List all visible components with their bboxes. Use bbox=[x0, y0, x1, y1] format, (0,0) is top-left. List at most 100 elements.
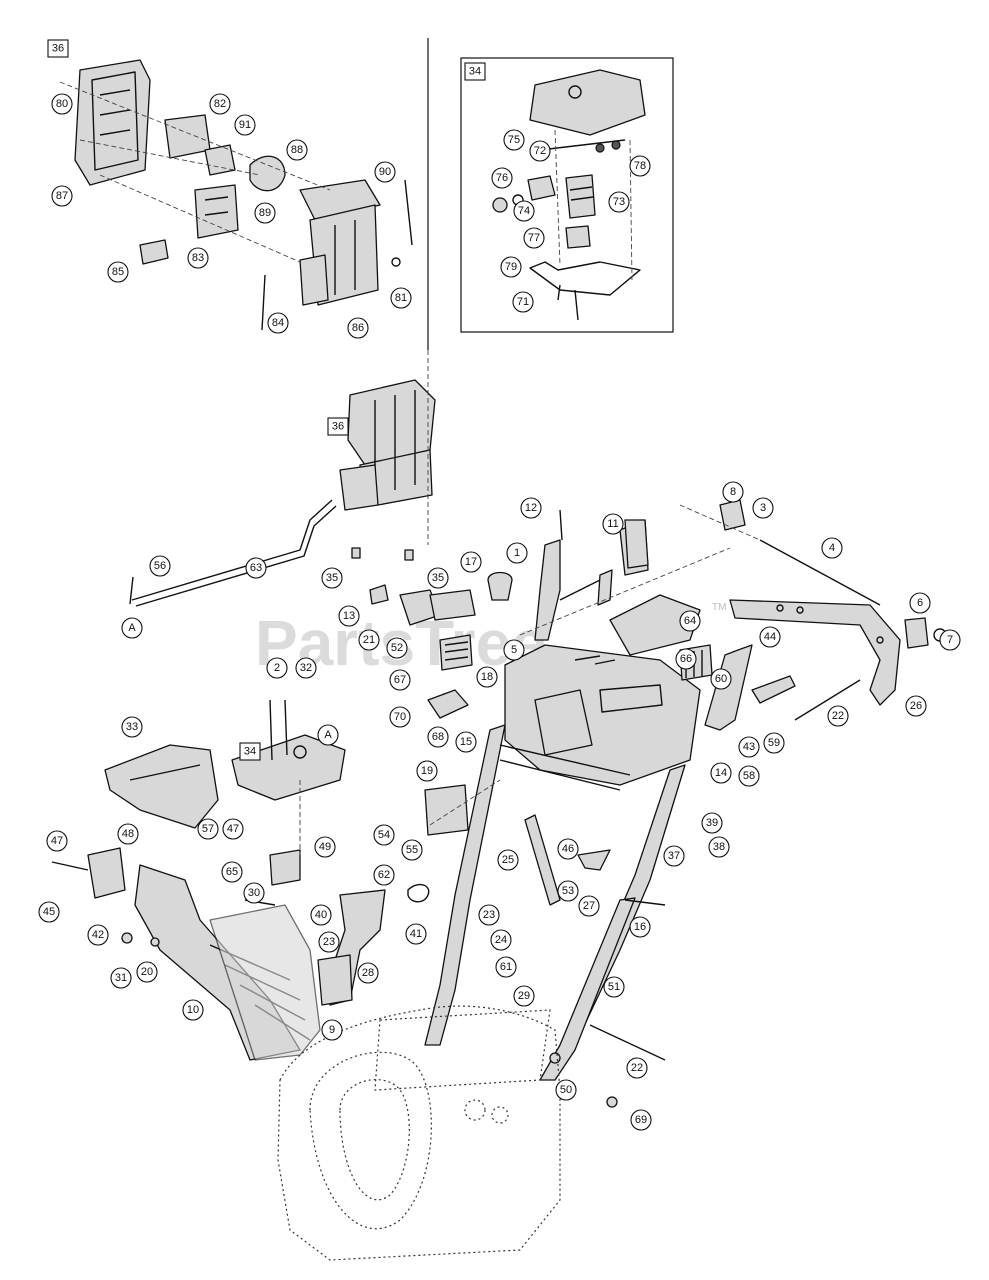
callout-39: 39 bbox=[701, 812, 723, 834]
callout-35: 35 bbox=[427, 567, 449, 589]
callout-14: 14 bbox=[710, 762, 732, 784]
callout-label: 24 bbox=[495, 934, 507, 946]
callout-32: 32 bbox=[295, 657, 317, 679]
callout-61: 61 bbox=[495, 956, 517, 978]
callout-27: 27 bbox=[578, 895, 600, 917]
callout-55: 55 bbox=[401, 839, 423, 861]
callout-47: 47 bbox=[46, 830, 68, 852]
callout-label: 39 bbox=[706, 817, 718, 829]
callout-label: 47 bbox=[51, 835, 63, 847]
callout-41: 41 bbox=[405, 923, 427, 945]
callout-3: 3 bbox=[752, 497, 774, 519]
callout-label: 52 bbox=[391, 642, 403, 654]
callout-43: 43 bbox=[738, 736, 760, 758]
callout-label: 7 bbox=[947, 634, 953, 646]
callout-78: 78 bbox=[629, 155, 651, 177]
callout-label: 10 bbox=[187, 1004, 199, 1016]
callout-31: 31 bbox=[110, 967, 132, 989]
callout-label: 68 bbox=[432, 731, 444, 743]
callout-65: 65 bbox=[221, 861, 243, 883]
inset-36-parts bbox=[59, 59, 413, 331]
callout-63: 63 bbox=[245, 557, 267, 579]
callout-label: 87 bbox=[56, 190, 68, 202]
callout-25: 25 bbox=[497, 849, 519, 871]
callout-80: 80 bbox=[51, 93, 73, 115]
inset-34-parts bbox=[492, 69, 646, 321]
svg-text:36: 36 bbox=[52, 43, 64, 55]
svg-text:A: A bbox=[128, 622, 136, 634]
svg-text:34: 34 bbox=[469, 66, 481, 78]
callout-6: 6 bbox=[909, 592, 931, 614]
callout-18: 18 bbox=[476, 666, 498, 688]
callout-58: 58 bbox=[738, 765, 760, 787]
inset-36-label: 36 bbox=[47, 39, 69, 58]
callout-68: 68 bbox=[427, 726, 449, 748]
callout-label: 3 bbox=[760, 502, 766, 514]
callout-88: 88 bbox=[286, 139, 308, 161]
callout-29: 29 bbox=[513, 985, 535, 1007]
callout-label: 56 bbox=[154, 560, 166, 572]
callout-16: 16 bbox=[629, 916, 651, 938]
callout-label: 21 bbox=[363, 634, 375, 646]
callout-11: 11 bbox=[602, 513, 624, 535]
callout-label: 50 bbox=[560, 1084, 572, 1096]
callout-89: 89 bbox=[254, 202, 276, 224]
callout-label: 60 bbox=[715, 673, 727, 685]
callout-83: 83 bbox=[187, 247, 209, 269]
callout-label: 27 bbox=[583, 900, 595, 912]
callout-label: 76 bbox=[496, 172, 508, 184]
callout-76: 76 bbox=[491, 167, 513, 189]
callout-label: 88 bbox=[291, 144, 303, 156]
callout-74: 74 bbox=[513, 200, 535, 222]
detail-marker-a-lower: A bbox=[121, 617, 143, 639]
callout-86: 86 bbox=[347, 317, 369, 339]
callout-label: 90 bbox=[379, 166, 391, 178]
callout-label: 91 bbox=[239, 119, 251, 131]
callout-label: 9 bbox=[329, 1024, 335, 1036]
callout-54: 54 bbox=[373, 824, 395, 846]
callout-label: 48 bbox=[122, 828, 134, 840]
callout-label: 89 bbox=[259, 207, 271, 219]
callout-77: 77 bbox=[523, 227, 545, 249]
callout-59: 59 bbox=[763, 732, 785, 754]
callout-71: 71 bbox=[512, 291, 534, 313]
callout-label: 29 bbox=[518, 990, 530, 1002]
callout-label: 35 bbox=[326, 572, 338, 584]
callout-85: 85 bbox=[107, 261, 129, 283]
svg-text:A: A bbox=[324, 729, 332, 741]
main-36-label: 36 bbox=[327, 417, 349, 436]
callout-label: 28 bbox=[362, 967, 374, 979]
callout-10: 10 bbox=[182, 999, 204, 1021]
callout-label: 59 bbox=[768, 737, 780, 749]
callout-label: 19 bbox=[421, 765, 433, 777]
callout-46: 46 bbox=[557, 838, 579, 860]
callout-87: 87 bbox=[51, 185, 73, 207]
callout-62: 62 bbox=[373, 864, 395, 886]
callout-72: 72 bbox=[529, 140, 551, 162]
callout-49: 49 bbox=[314, 836, 336, 858]
callout-label: 74 bbox=[518, 205, 530, 217]
callout-label: 45 bbox=[43, 906, 55, 918]
callout-label: 38 bbox=[713, 841, 725, 853]
callout-label: 54 bbox=[378, 829, 390, 841]
inset-34-frame bbox=[460, 57, 674, 333]
callout-73: 73 bbox=[608, 191, 630, 213]
callout-label: 15 bbox=[460, 736, 472, 748]
callout-label: 51 bbox=[608, 981, 620, 993]
callout-82: 82 bbox=[209, 93, 231, 115]
callout-label: 16 bbox=[634, 921, 646, 933]
callout-label: 22 bbox=[832, 710, 844, 722]
callout-21: 21 bbox=[358, 629, 380, 651]
callout-50: 50 bbox=[555, 1079, 577, 1101]
callout-22: 22 bbox=[626, 1057, 648, 1079]
callout-label: 83 bbox=[192, 252, 204, 264]
callout-label: 42 bbox=[92, 929, 104, 941]
callout-30: 30 bbox=[243, 882, 265, 904]
callout-label: 22 bbox=[631, 1062, 643, 1074]
callout-label: 57 bbox=[202, 823, 214, 835]
callout-label: 37 bbox=[668, 850, 680, 862]
callout-52: 52 bbox=[386, 637, 408, 659]
callout-label: 43 bbox=[743, 741, 755, 753]
callout-17: 17 bbox=[460, 551, 482, 573]
